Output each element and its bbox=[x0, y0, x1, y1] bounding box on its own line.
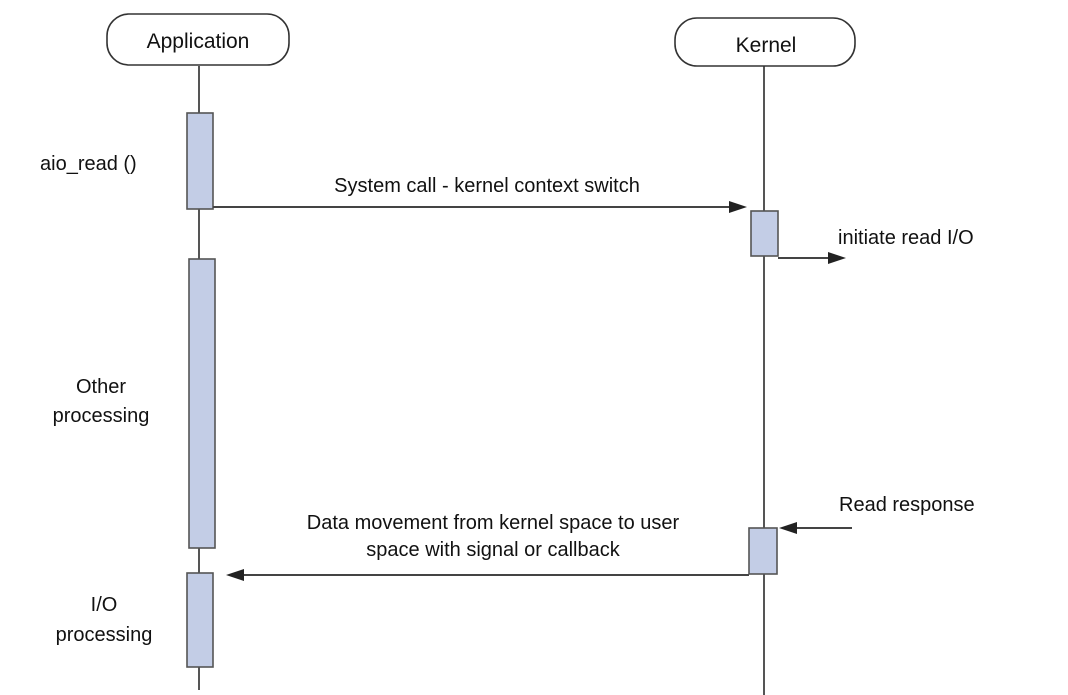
syscall-message: System call - kernel context switch bbox=[213, 175, 747, 213]
syscall-label: System call - kernel context switch bbox=[334, 175, 640, 197]
other-processing-label-line1: Other bbox=[76, 376, 126, 398]
data-movement-message: Data movement from kernel space to user … bbox=[226, 512, 749, 581]
kernel-actor-label: Kernel bbox=[736, 34, 797, 57]
app-activation-io-processing bbox=[186, 572, 214, 668]
application-actor: Application bbox=[106, 13, 290, 66]
app-activation-aio-read bbox=[186, 112, 214, 210]
data-movement-label-line2: space with signal or callback bbox=[366, 539, 620, 561]
kernel-actor: Kernel bbox=[674, 17, 856, 67]
initiate-read-label: initiate read I/O bbox=[838, 227, 974, 249]
read-response-label: Read response bbox=[839, 494, 975, 516]
read-response-arrow bbox=[779, 522, 852, 534]
kernel-activation-response bbox=[748, 527, 778, 575]
app-activation-other-processing bbox=[188, 258, 216, 549]
kernel-activation-initiate bbox=[750, 210, 779, 257]
other-processing-label-line2: processing bbox=[53, 405, 150, 427]
initiate-read-arrowhead bbox=[828, 252, 846, 264]
syscall-arrowhead bbox=[729, 201, 747, 213]
io-processing-label-line2: processing bbox=[56, 624, 153, 646]
data-movement-arrowhead bbox=[226, 569, 244, 581]
aio-read-label: aio_read () bbox=[40, 153, 137, 175]
initiate-read-arrow bbox=[778, 252, 846, 264]
read-response-arrowhead bbox=[779, 522, 797, 534]
application-actor-label: Application bbox=[147, 30, 250, 53]
data-movement-label-line1: Data movement from kernel space to user bbox=[307, 512, 680, 534]
io-processing-label-line1: I/O bbox=[91, 594, 118, 616]
